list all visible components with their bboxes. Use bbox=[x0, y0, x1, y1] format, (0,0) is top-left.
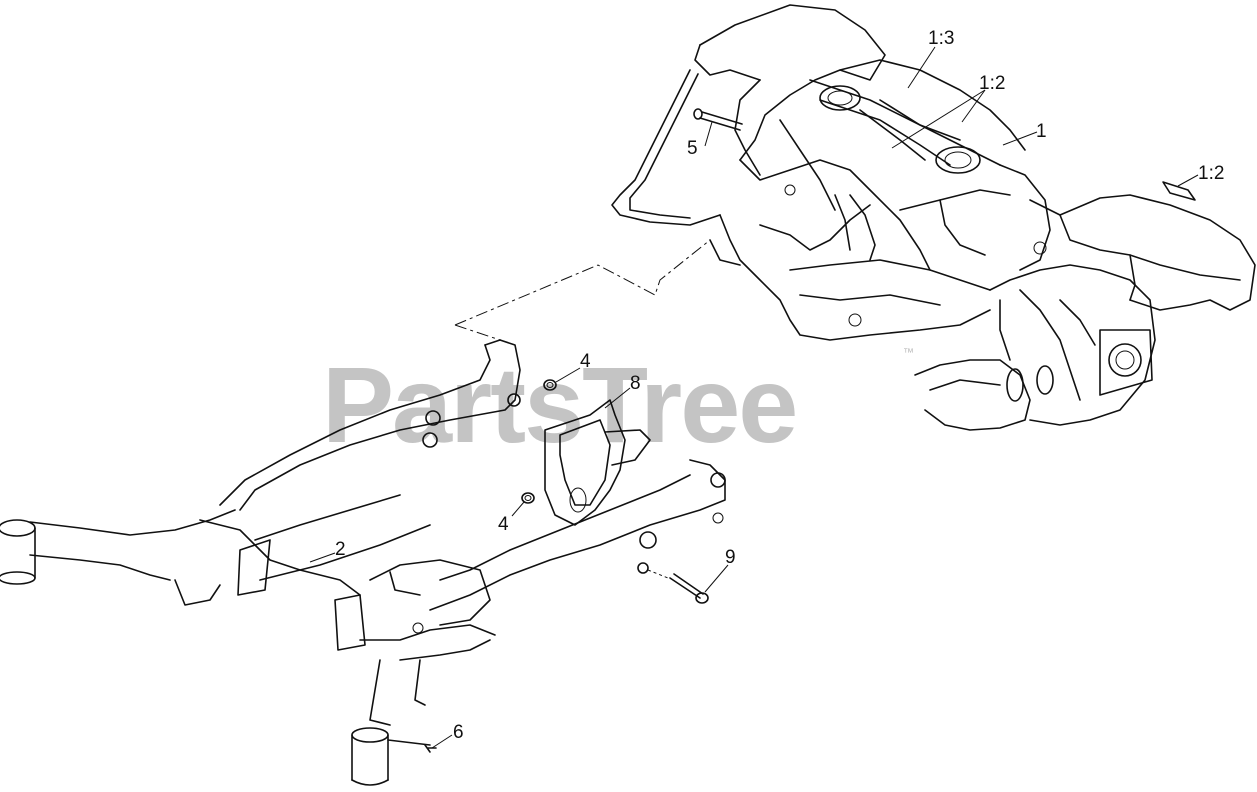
callout-8: 8 bbox=[630, 373, 641, 394]
callout-6: 6 bbox=[453, 722, 464, 743]
callout-1: 1 bbox=[1036, 121, 1047, 142]
bolt-part-9 bbox=[637, 562, 709, 604]
watermark-logo: PartsTree bbox=[322, 344, 796, 465]
bracket-part-8 bbox=[544, 399, 651, 526]
callout-1-2-top: 1:2 bbox=[979, 73, 1005, 94]
bolt-part-5 bbox=[693, 108, 743, 131]
callout-1-3: 1:3 bbox=[928, 28, 954, 49]
callout-labels: 1:3 1:2 1 1:2 5 4 8 4 2 9 6 bbox=[335, 28, 1224, 743]
nut-part-4-lower bbox=[521, 492, 535, 504]
callout-5: 5 bbox=[687, 138, 698, 159]
callout-1-2-right: 1:2 bbox=[1198, 163, 1224, 184]
leader-lines bbox=[309, 46, 1199, 749]
callout-2: 2 bbox=[335, 539, 346, 560]
callout-4-lower: 4 bbox=[498, 514, 509, 535]
callout-9: 9 bbox=[725, 547, 736, 568]
nut-part-4-upper bbox=[543, 379, 557, 391]
main-frame-part-1 bbox=[611, 4, 1256, 431]
callout-4-upper: 4 bbox=[580, 351, 591, 372]
alignment-line bbox=[454, 239, 711, 326]
alignment-line-lower bbox=[454, 324, 501, 341]
watermark-trademark: ™ bbox=[903, 347, 914, 359]
sub-frame-part-2 bbox=[0, 339, 726, 786]
